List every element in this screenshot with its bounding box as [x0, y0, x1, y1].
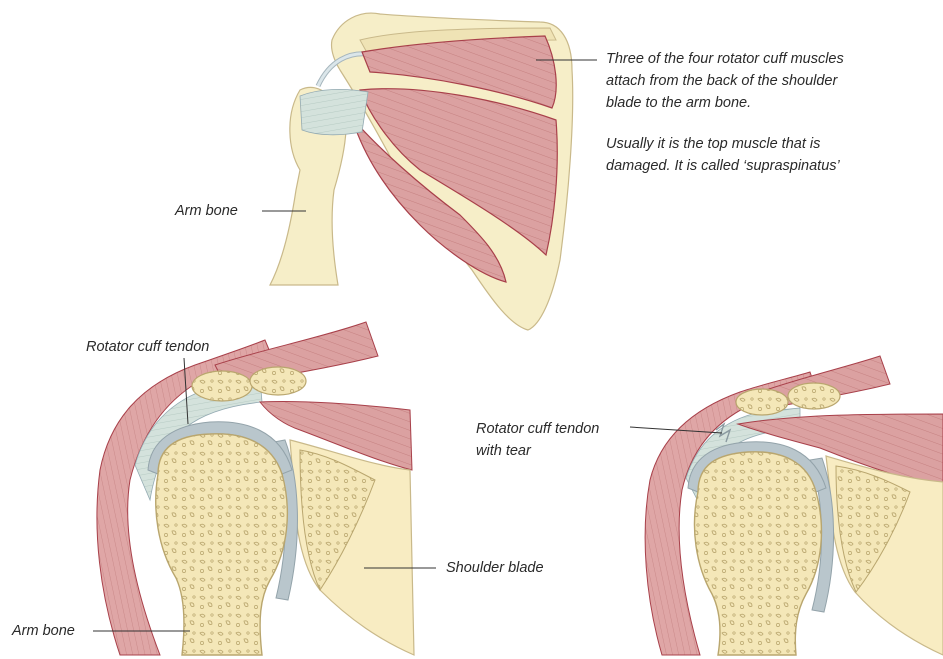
left-arm-bone [156, 434, 288, 655]
left-joint-cross-section [97, 322, 414, 655]
right-tendon-tear-label: Rotator cuff tendon with tear [476, 418, 599, 462]
top-shoulder-back-view [270, 13, 573, 330]
top-description-label: Three of the four rotator cuff muscles a… [606, 48, 844, 114]
right-acromion [736, 389, 788, 415]
left-acromion [192, 371, 252, 401]
top-arm-bone-label: Arm bone [175, 200, 238, 222]
left-shoulder-blade-label: Shoulder blade [446, 557, 544, 579]
left-tendon-label: Rotator cuff tendon [86, 336, 209, 358]
right-joint-cross-section-with-tear [645, 356, 943, 655]
top-damage-note-label: Usually it is the top muscle that is dam… [606, 133, 840, 177]
right-arm-bone [694, 452, 821, 655]
left-arm-bone-label: Arm bone [12, 620, 75, 642]
